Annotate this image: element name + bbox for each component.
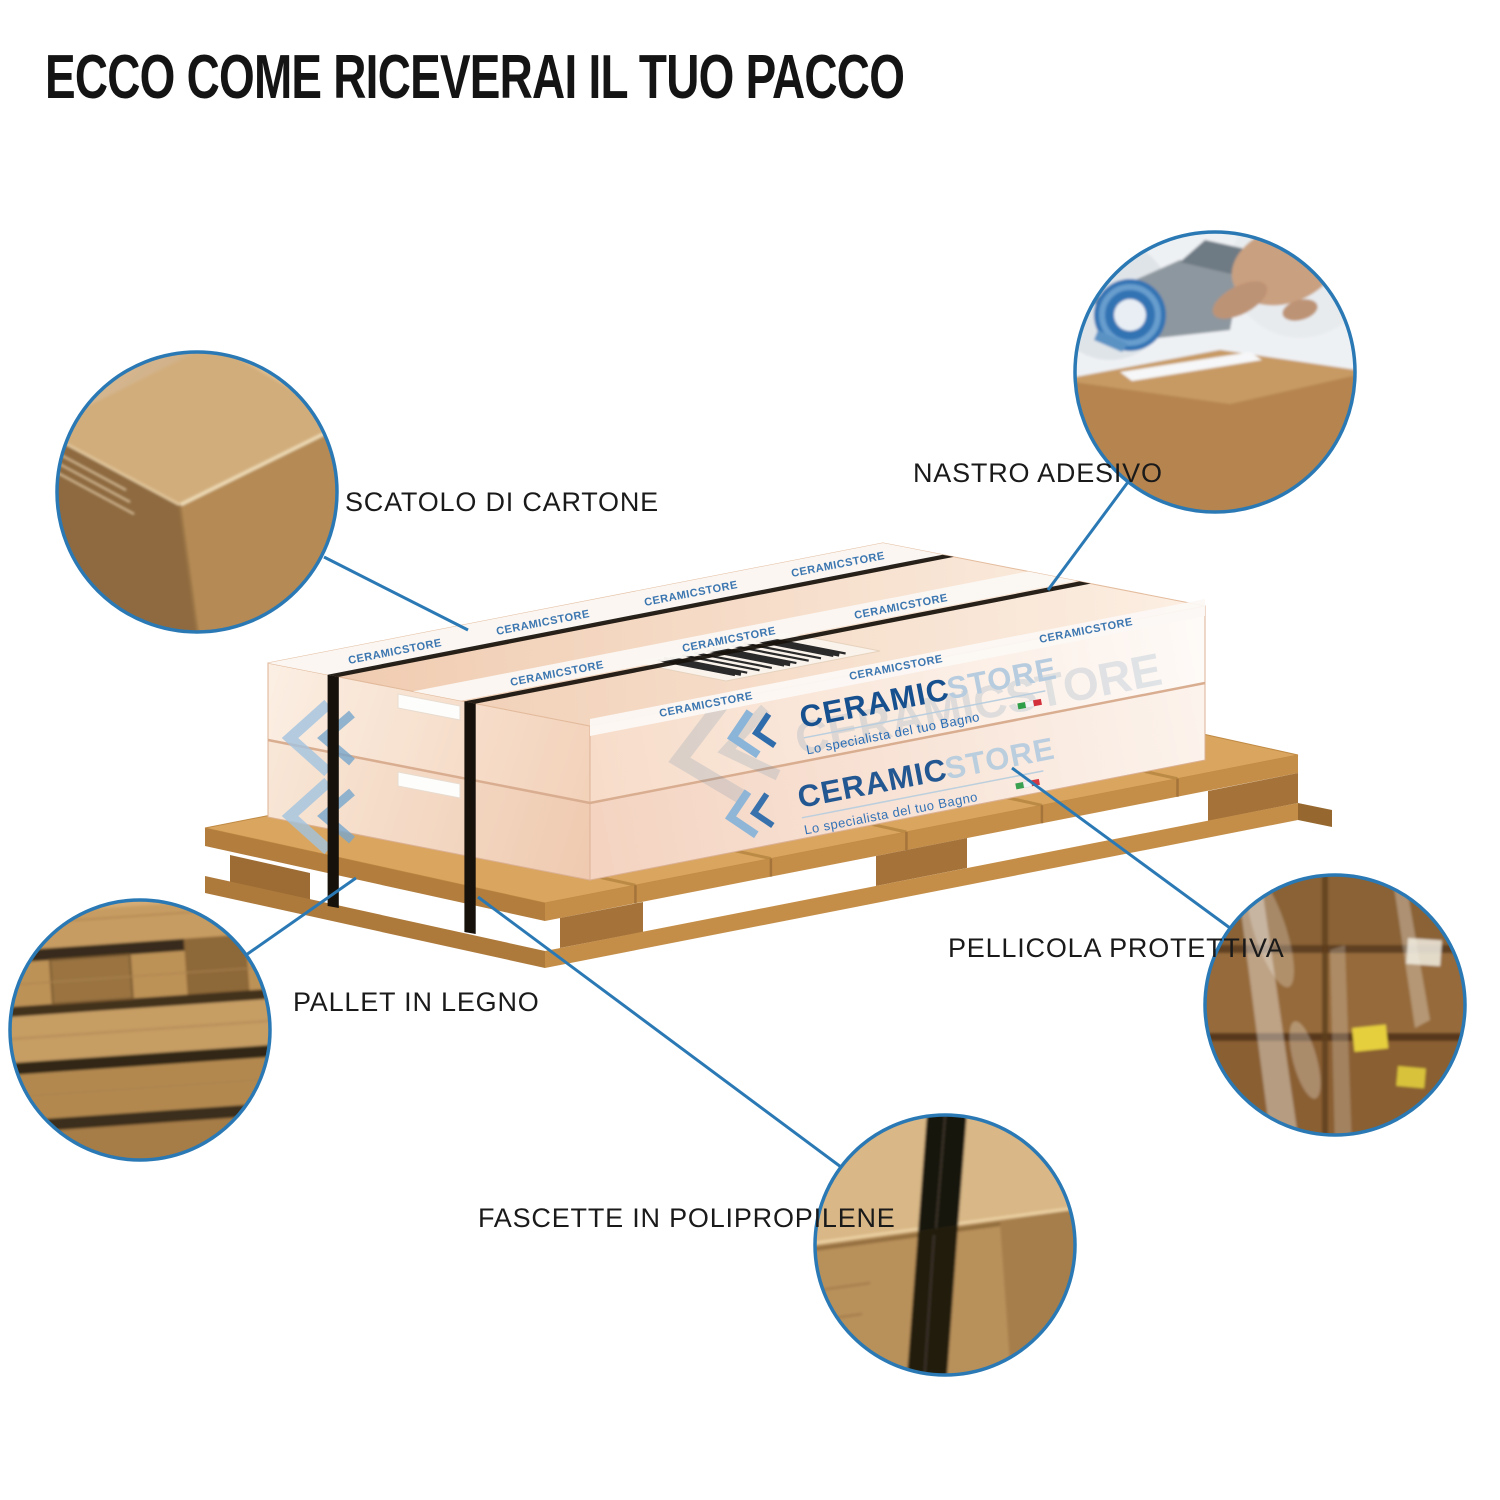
photo-ring-scatolo xyxy=(55,350,339,634)
connector-scatolo xyxy=(323,555,469,632)
strap-vertical-1 xyxy=(327,674,339,908)
watermark-chevron-inner-icon xyxy=(717,704,781,781)
strap-top-2 xyxy=(464,581,1091,704)
connector-pallet xyxy=(245,876,357,957)
pallet-deck-front-gaps xyxy=(634,778,1179,904)
italian-flag-icon xyxy=(1017,698,1042,710)
barcode-bars xyxy=(657,637,846,677)
pallet-block-left xyxy=(560,902,643,948)
watermark-chevron-icon xyxy=(668,695,748,805)
pallet-block-right xyxy=(1208,773,1298,821)
connector-pellicola xyxy=(1011,766,1231,930)
end-face-chevron-bottom-icon xyxy=(281,777,355,855)
logo-chevron-icon xyxy=(726,709,761,759)
pallet-deck-front xyxy=(545,755,1298,921)
photo-cardboard-box xyxy=(57,352,337,632)
photo-strap-corner xyxy=(815,1115,1075,1375)
photo-protective-film xyxy=(1205,875,1465,1135)
pallet-bottom-runner xyxy=(545,803,1298,968)
logo-chevron-icon xyxy=(724,789,759,839)
photo-ring-pallet xyxy=(8,898,272,1162)
pallet-block-mid xyxy=(876,838,967,886)
photo-ring-fascette xyxy=(813,1113,1077,1377)
end-face-chevron-top-icon xyxy=(281,699,355,777)
connector-nastro xyxy=(1046,481,1130,591)
logo-divider xyxy=(801,770,1044,819)
pallet-block-far-left xyxy=(230,855,310,903)
between-boxes-edge xyxy=(267,681,1206,805)
connector-lines xyxy=(245,481,1231,1169)
label-fascette-in-polipropilene: FASCETTE IN POLIPROPILENE xyxy=(478,1203,896,1233)
tape-strip-front-edge xyxy=(590,599,1205,736)
pallet-runner-end xyxy=(1298,803,1332,827)
logo-chevron-inner-icon xyxy=(749,792,775,828)
strap-top-1 xyxy=(327,554,954,677)
label-pellicola-protettiva: PELLICOLA PROTETTIVA xyxy=(948,933,1285,963)
shipping-label-bottom xyxy=(397,771,461,799)
shipping-label-top xyxy=(397,693,461,721)
connector-fascette xyxy=(477,895,842,1169)
logo-chevron-inner-icon xyxy=(751,712,777,748)
page-title: ECCO COME RICEVERAI IL TUO PACCO xyxy=(45,43,905,112)
adhesive-tape-strips: CERAMICSTORE CERAMICSTORE CERAMICSTORE C… xyxy=(268,543,1205,736)
logo-divider xyxy=(803,690,1046,739)
label-scatolo-di-cartone: SCATOLO DI CARTONE xyxy=(345,487,659,517)
photo-wooden-pallet xyxy=(10,900,270,1160)
barcode-label xyxy=(629,631,881,682)
carton-boxes: CERAMICSTORE xyxy=(267,542,1206,934)
photo-ring-pellicola xyxy=(1203,873,1467,1137)
pallet-deck-left xyxy=(205,828,545,921)
tape-strip-middle xyxy=(412,571,1077,701)
pallet-left-runner xyxy=(205,876,545,968)
label-pallet-in-legno: PALLET IN LEGNO xyxy=(293,987,540,1017)
photo-ring-nastro xyxy=(1073,230,1357,514)
polypropylene-straps xyxy=(327,554,1091,934)
tape-strip-back xyxy=(268,543,948,676)
strap-vertical-2 xyxy=(464,701,476,934)
label-nastro-adesivo: NASTRO ADESIVO xyxy=(913,458,1163,488)
